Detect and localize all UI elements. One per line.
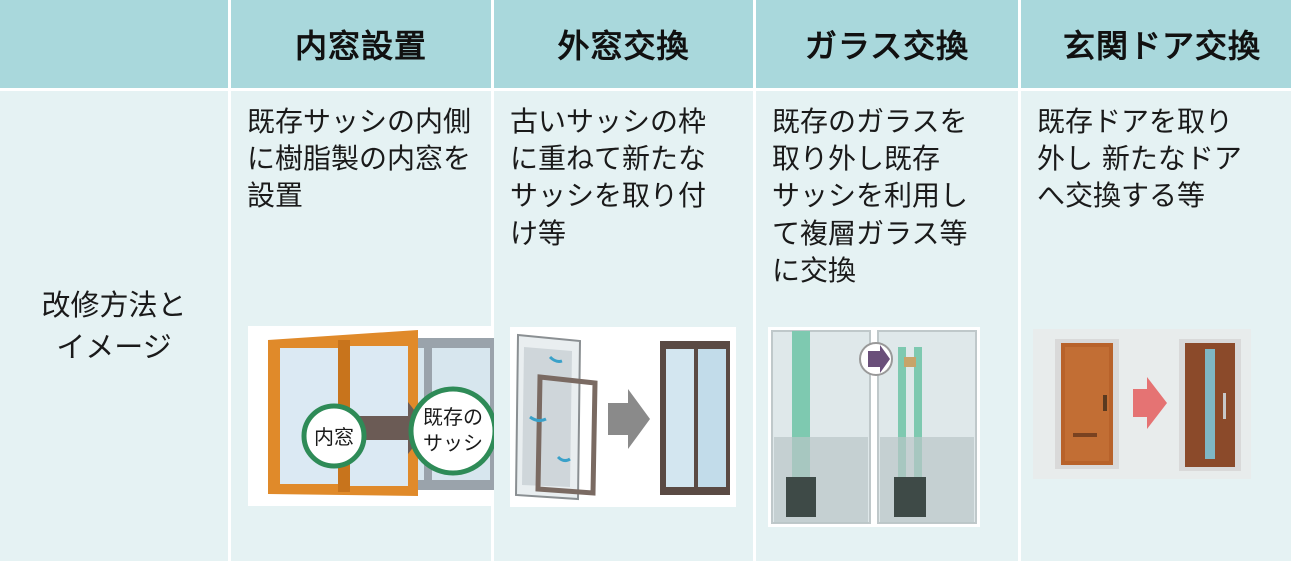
header-corner <box>0 0 228 88</box>
header-label: 玄関ドア交換 <box>1062 27 1261 65</box>
outer-window-illustration <box>510 327 736 507</box>
header-inner-window: 内窓設置 <box>231 0 491 88</box>
cell-inner-window: 既存サッシの内側 に樹脂製の内窓を 設置 内窓 既存の サ <box>231 91 506 561</box>
cell-door: 既存ドアを取り 外し 新たなドア へ交換する等 <box>1021 91 1291 561</box>
existing-label-1: 既存の <box>423 405 483 429</box>
header-label: ガラス交換 <box>804 27 970 65</box>
row-label-cell: 改修方法と イメージ <box>0 91 228 561</box>
row-label: 改修方法と イメージ <box>41 287 187 364</box>
door-illustration <box>1033 329 1251 479</box>
header-label: 外窓交換 <box>557 27 690 65</box>
header-outer-window: 外窓交換 <box>494 0 753 88</box>
description: 古いサッシの枠 に重ねて新たな サッシを取り付 け等 <box>510 105 707 250</box>
glass-illustration <box>768 327 980 527</box>
cell-outer-window: 古いサッシの枠 に重ねて新たな サッシを取り付 け等 <box>494 91 753 561</box>
cell-glass: 既存のガラスを 取り外し既存 サッシを利用し て複層ガラス等 に交換 <box>756 91 1018 561</box>
header-door: 玄関ドア交換 <box>1021 0 1291 88</box>
inner-window-label: 内窓 <box>314 425 354 449</box>
description: 既存のガラスを 取り外し既存 サッシを利用し て複層ガラス等 に交換 <box>772 105 969 287</box>
existing-label-2: サッシ <box>423 431 483 455</box>
description: 既存サッシの内側 に樹脂製の内窓を 設置 <box>247 105 472 213</box>
header-label: 内窓設置 <box>294 27 427 65</box>
header-glass: ガラス交換 <box>756 0 1018 88</box>
inner-window-illustration: 内窓 既存の サッシ <box>248 326 506 506</box>
description: 既存ドアを取り 外し 新たなドア へ交換する等 <box>1037 105 1242 213</box>
